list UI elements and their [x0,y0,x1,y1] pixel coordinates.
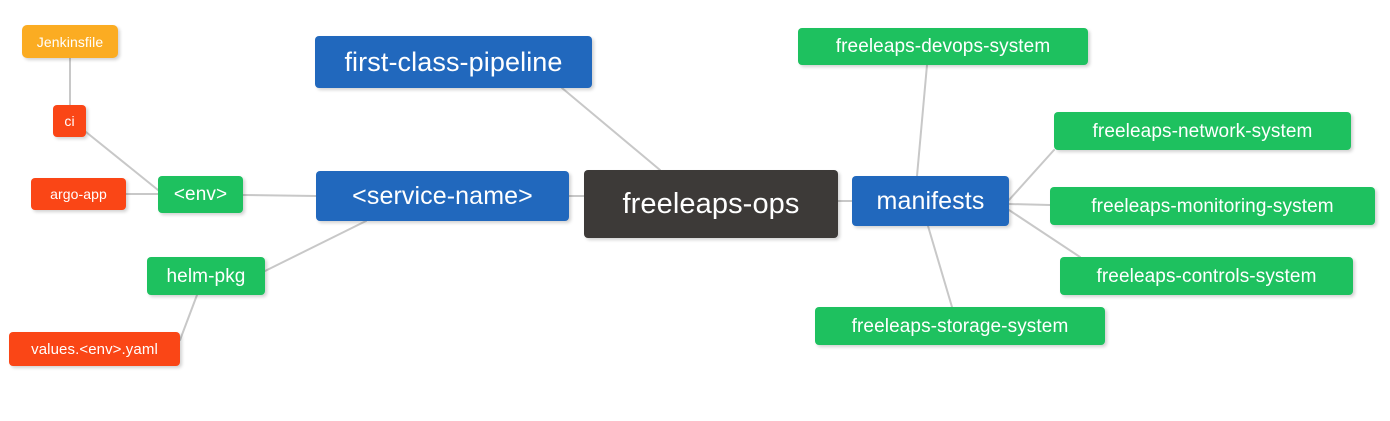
node-label-first-class-pipeline: first-class-pipeline [344,46,563,77]
node-label-ci: ci [64,113,75,129]
edge-manifests-to-freeleaps-monitoring-system [1008,203,1051,206]
edge-first-class-pipeline-to-freeleaps-ops [561,87,661,171]
node-label-freeleaps-storage-system: freeleaps-storage-system [851,315,1069,337]
node-label-jenkinsfile: Jenkinsfile [36,33,104,50]
node-label-freeleaps-monitoring-system: freeleaps-monitoring-system [1091,195,1334,217]
node-label-argo-app: argo-app [50,186,107,202]
node-argo-app[interactable]: argo-app [31,178,126,210]
node-values-yaml[interactable]: values.<env>.yaml [9,332,180,366]
node-helm-pkg[interactable]: helm-pkg [147,257,265,295]
node-label-values-yaml: values.<env>.yaml [31,340,158,358]
node-freeleaps-network-system[interactable]: freeleaps-network-system [1054,112,1351,150]
node-ci[interactable]: ci [53,105,86,137]
node-label-freeleaps-network-system: freeleaps-network-system [1092,120,1313,142]
node-freeleaps-ops[interactable]: freeleaps-ops [584,170,838,238]
node-jenkinsfile[interactable]: Jenkinsfile [22,25,118,58]
node-label-helm-pkg: helm-pkg [166,265,246,287]
node-service-name[interactable]: <service-name> [316,171,569,221]
node-freeleaps-controls-system[interactable]: freeleaps-controls-system [1060,257,1353,295]
edge-manifests-to-freeleaps-devops-system [916,64,928,177]
edge-ci-to-env [85,131,159,191]
node-label-freeleaps-ops: freeleaps-ops [622,187,800,220]
edge-helm-pkg-to-values-yaml [179,294,198,341]
node-label-env: <env> [173,184,228,205]
node-label-manifests: manifests [876,186,985,215]
edge-env-to-service-name [242,194,317,197]
node-freeleaps-devops-system[interactable]: freeleaps-devops-system [798,28,1088,65]
edge-manifests-to-freeleaps-storage-system [927,225,953,308]
node-freeleaps-storage-system[interactable]: freeleaps-storage-system [815,307,1105,345]
node-label-freeleaps-devops-system: freeleaps-devops-system [835,36,1051,57]
node-label-service-name: <service-name> [352,181,533,210]
node-label-freeleaps-controls-system: freeleaps-controls-system [1096,265,1317,287]
edge-manifests-to-freeleaps-network-system [1008,149,1055,201]
edge-service-name-to-helm-pkg [264,220,367,272]
node-env[interactable]: <env> [158,176,243,213]
edge-manifests-to-freeleaps-controls-system [1008,209,1081,258]
node-manifests[interactable]: manifests [852,176,1009,226]
node-freeleaps-monitoring-system[interactable]: freeleaps-monitoring-system [1050,187,1375,225]
node-first-class-pipeline[interactable]: first-class-pipeline [315,36,592,88]
